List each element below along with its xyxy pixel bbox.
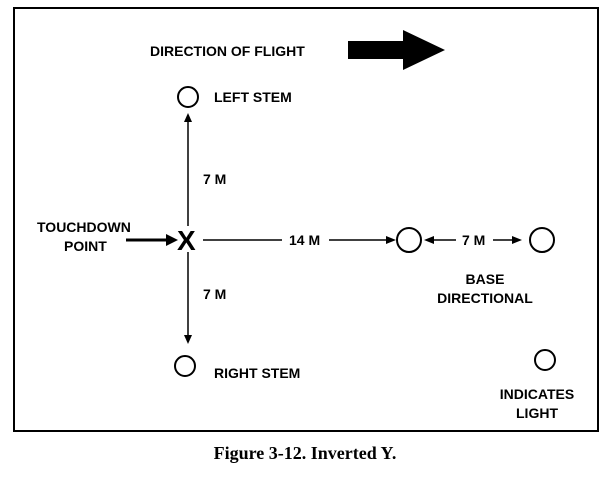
distance-up-label: 7 M [203, 171, 226, 187]
main-arrowhead-icon [386, 236, 396, 244]
base-left-arrowhead-icon [424, 236, 434, 244]
base-label-line2: DIRECTIONAL [437, 290, 533, 306]
flight-direction-arrow-icon [348, 30, 445, 70]
touchdown-label-line2: POINT [64, 238, 107, 254]
legend-light-icon [534, 349, 556, 371]
legend-label-line1: INDICATES [500, 386, 574, 402]
left-stem-label: LEFT STEM [214, 89, 292, 105]
base-right-arrowhead-icon [512, 236, 522, 244]
figure-caption: Figure 3-12. Inverted Y. [213, 443, 397, 463]
touchdown-marker: X [177, 225, 196, 256]
distance-down-label: 7 M [203, 286, 226, 302]
left-stem-light-icon [177, 86, 199, 108]
direction-of-flight-label: DIRECTION OF FLIGHT [150, 43, 305, 59]
touchdown-arrowhead-icon [166, 234, 178, 246]
right-stem-label: RIGHT STEM [214, 365, 300, 381]
base-light-right-icon [529, 227, 555, 253]
down-arrowhead-icon [184, 335, 192, 344]
up-arrowhead-icon [184, 113, 192, 122]
touchdown-label-line1: TOUCHDOWN [37, 219, 131, 235]
base-light-left-icon [396, 227, 422, 253]
base-label-line1: BASE [466, 271, 505, 287]
distance-main-label: 14 M [289, 232, 320, 248]
right-stem-light-icon [174, 355, 196, 377]
legend-label-line2: LIGHT [516, 405, 558, 421]
distance-base-label: 7 M [462, 232, 485, 248]
diagram-frame [13, 7, 599, 432]
